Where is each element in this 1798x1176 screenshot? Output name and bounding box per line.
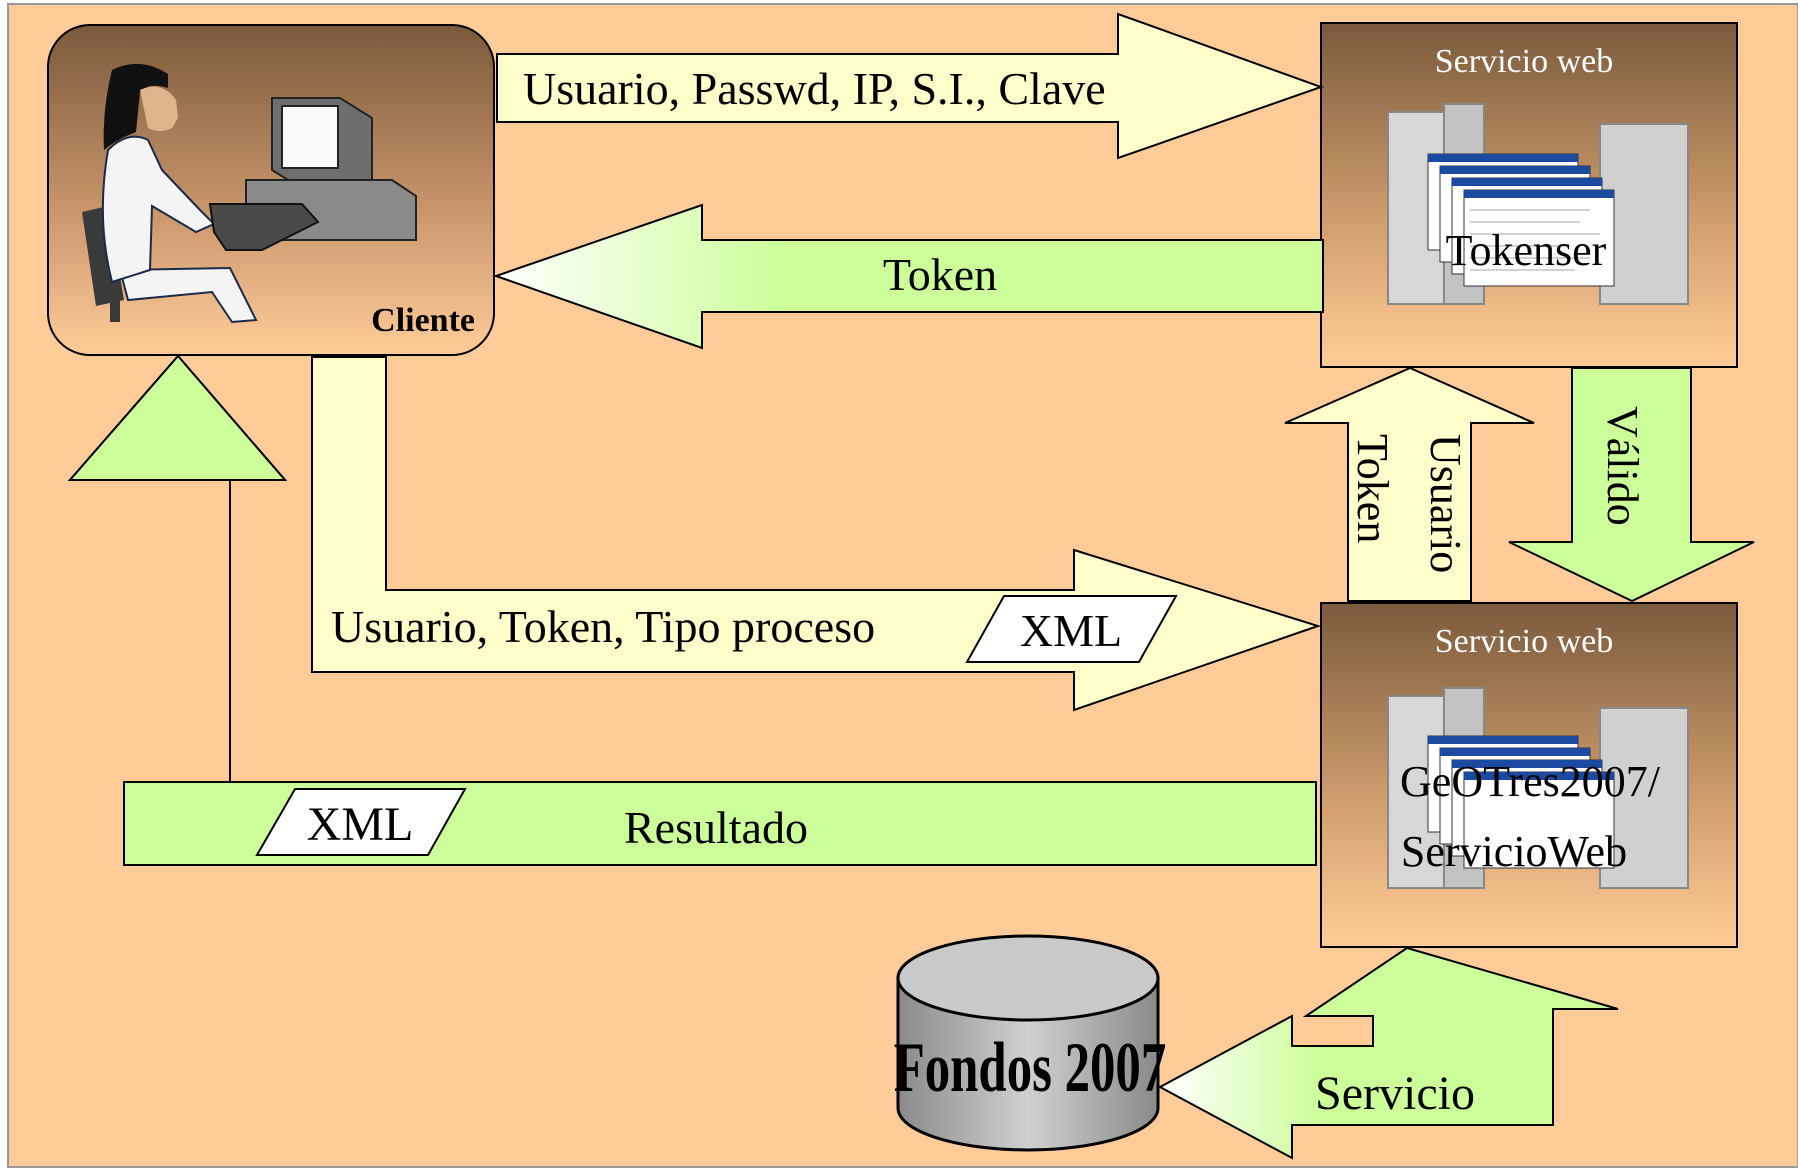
tokenser-label: Tokenser — [1446, 226, 1607, 275]
validate-down-arrow: Válido — [1508, 367, 1755, 603]
process-request-arrow: Usuario, Token, Tipo proceso XML — [311, 356, 1322, 712]
xml-badge-result-label: XML — [307, 798, 414, 851]
service-arrow: Servicio — [1157, 946, 1619, 1160]
geotres-service-node: Servicio web GeOTres2007/ ServicioWeb — [1320, 602, 1738, 948]
geotres-label-line1: GeOTres2007/ — [1400, 757, 1661, 806]
xml-badge-result: XML — [255, 788, 467, 856]
result-arrow: Resultado XML — [67, 354, 1317, 866]
validate-up-label-1: Usuario — [1421, 434, 1470, 573]
service-label: Servicio — [1315, 1067, 1475, 1120]
server-windows-icon — [1387, 687, 1689, 889]
xml-badge-request: XML — [965, 595, 1178, 663]
client-node: Cliente — [47, 24, 495, 356]
validate-up-label-2: Token — [1348, 434, 1397, 543]
xml-badge-request-label: XML — [1020, 605, 1122, 656]
token-return-label: Token — [883, 249, 997, 300]
tokenser-service-node: Servicio web Tokenser — [1320, 22, 1738, 368]
database-node: Fondos 2007 — [894, 934, 1167, 1152]
token-return-arrow: Token — [492, 203, 1324, 350]
tokenser-header: Servicio web — [1435, 43, 1613, 80]
request-token-arrow: Usuario, Passwd, IP, S.I., Clave — [496, 12, 1324, 160]
result-label: Resultado — [624, 802, 808, 853]
validate-up-arrow: Usuario Token — [1284, 366, 1535, 602]
database-label: Fondos 2007 — [894, 1029, 1167, 1107]
request-token-label: Usuario, Passwd, IP, S.I., Clave — [523, 63, 1106, 114]
server-windows-icon — [1387, 103, 1689, 305]
validate-down-label: Válido — [1598, 406, 1647, 526]
geotres-label-line2: ServicioWeb — [1401, 827, 1627, 876]
client-label: Cliente — [371, 302, 475, 339]
process-request-label: Usuario, Token, Tipo proceso — [331, 601, 875, 652]
database-cylinder-icon — [896, 934, 1160, 1152]
geotres-header: Servicio web — [1435, 623, 1613, 660]
person-at-computer-icon — [82, 63, 417, 324]
